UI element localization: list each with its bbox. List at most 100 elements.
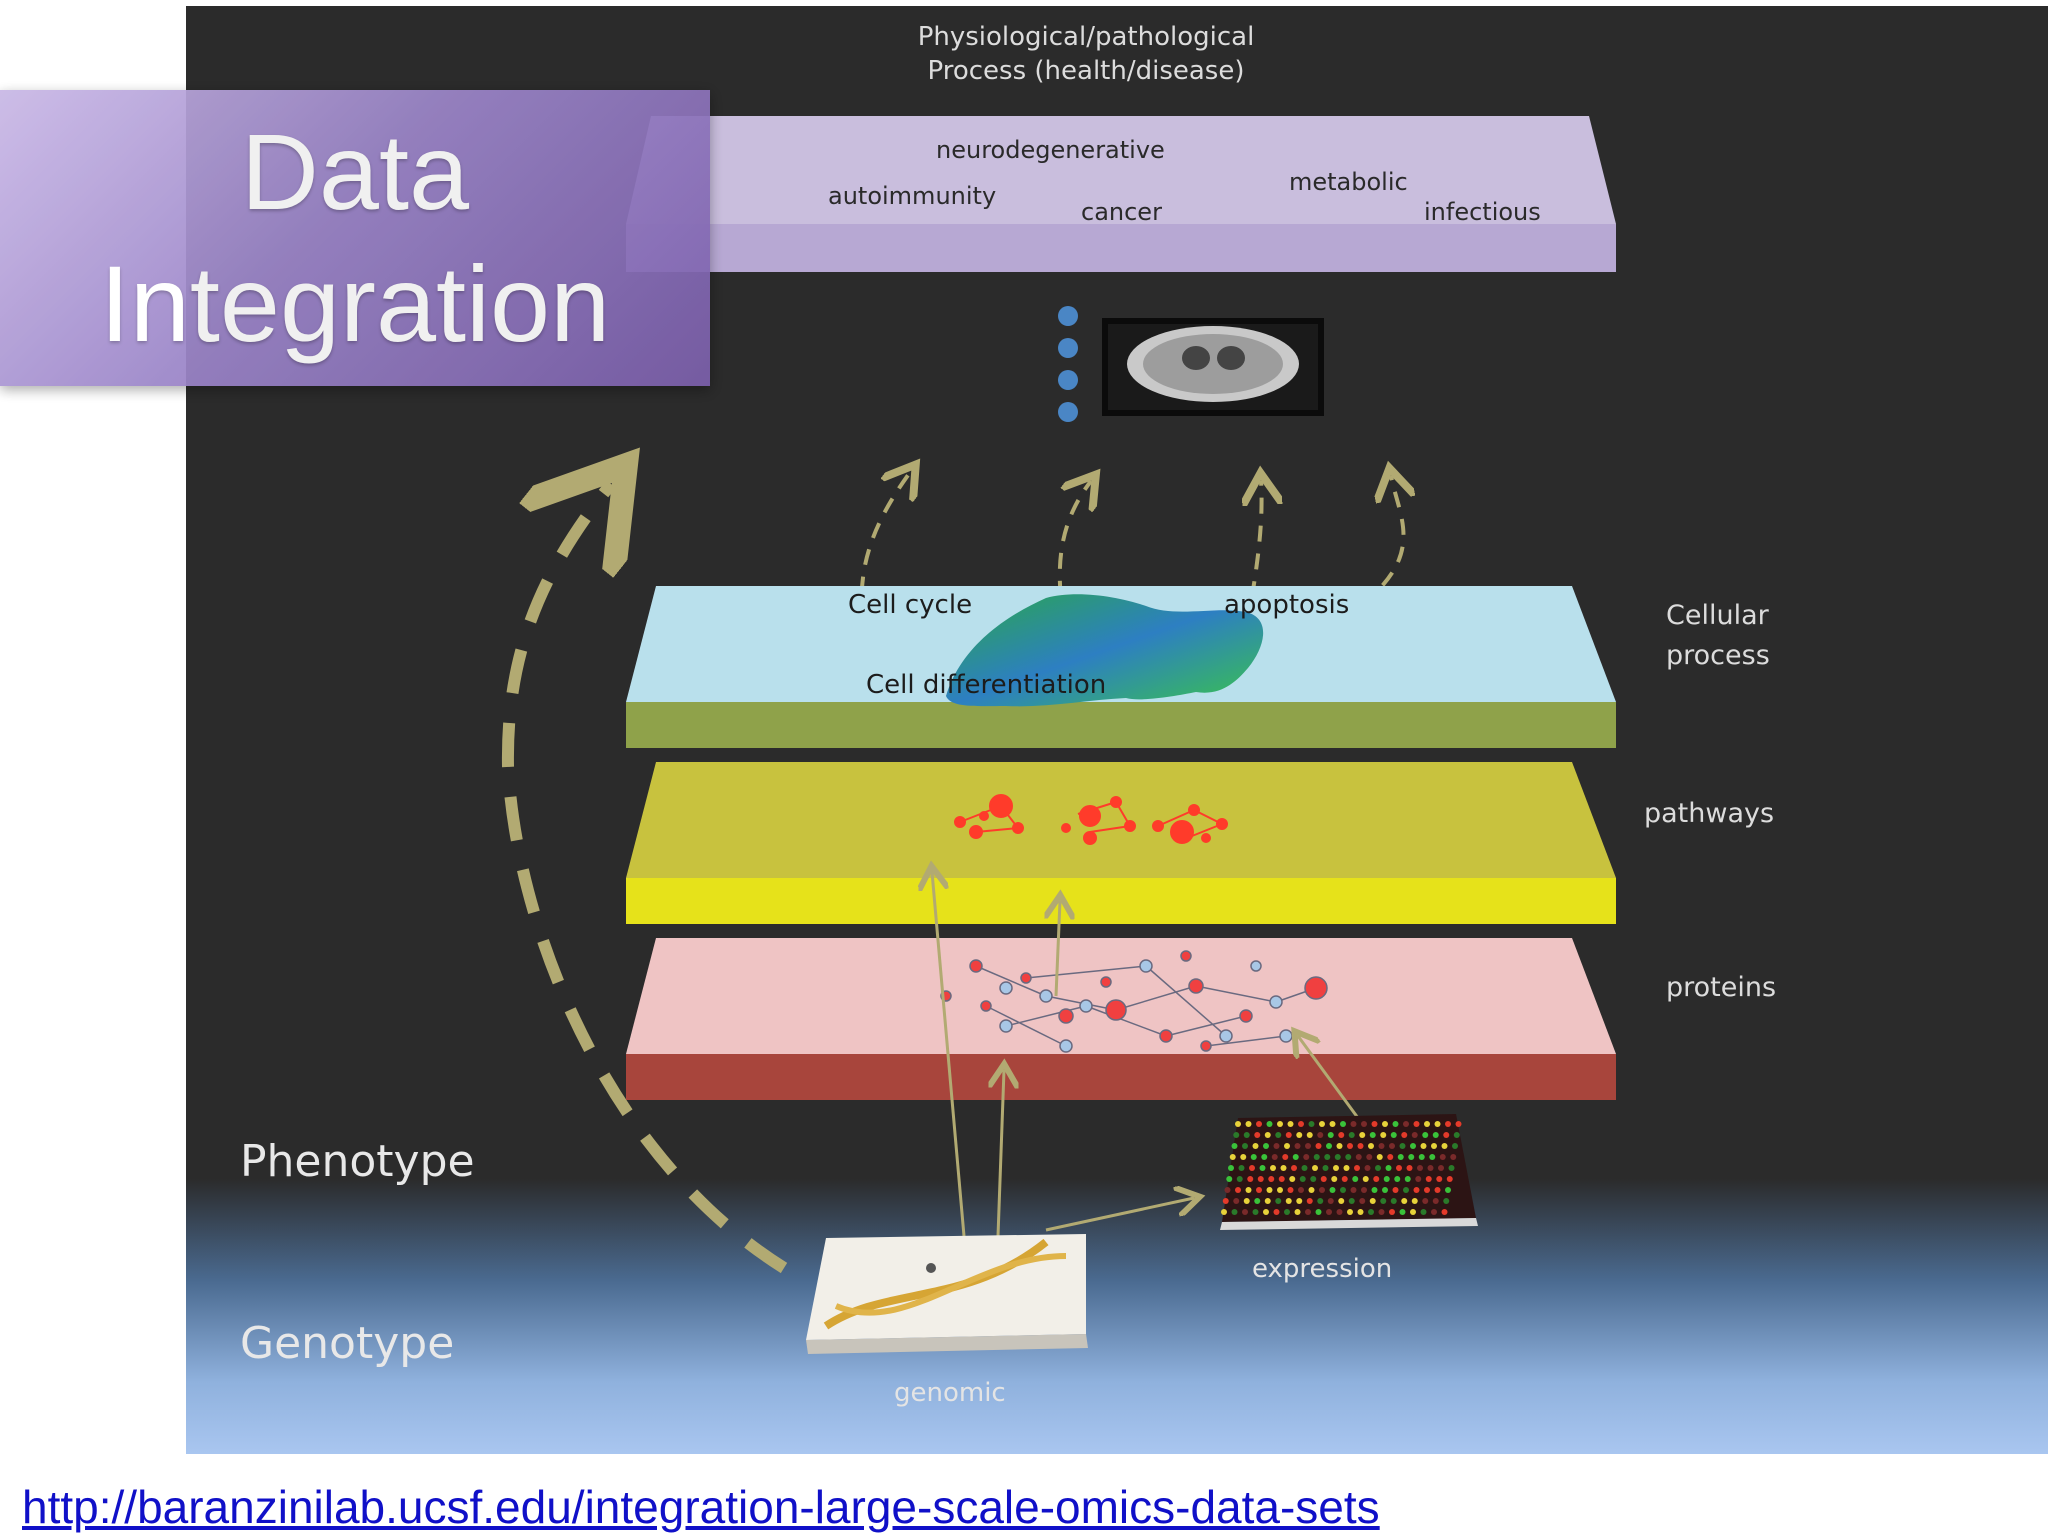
microarray-spot bbox=[1422, 1132, 1429, 1138]
protein-network bbox=[940, 950, 1328, 1053]
microarray-spot bbox=[1452, 1143, 1458, 1149]
microarray-spot bbox=[1266, 1121, 1273, 1127]
microarray-spot bbox=[1411, 1198, 1418, 1204]
microarray-spot bbox=[1366, 1154, 1373, 1160]
label-phenotype: Phenotype bbox=[240, 1136, 475, 1187]
microarray-spot bbox=[1306, 1198, 1313, 1204]
microarray-spot bbox=[1313, 1154, 1320, 1160]
microarray-spot bbox=[1264, 1132, 1271, 1138]
microarray-spot bbox=[1364, 1165, 1371, 1171]
microarray-spot bbox=[1355, 1154, 1362, 1160]
microarray-spot bbox=[1338, 1132, 1345, 1138]
microarray-spot bbox=[1338, 1198, 1345, 1204]
microarray-spot bbox=[1380, 1132, 1387, 1138]
microarray-spot bbox=[1394, 1176, 1401, 1182]
microarray-spot bbox=[1380, 1198, 1387, 1204]
microarray-spot bbox=[1406, 1165, 1413, 1171]
proteins-layer bbox=[626, 938, 1616, 1100]
label-genotype: Genotype bbox=[240, 1318, 455, 1369]
top-caption: Physiological/pathological Process (heal… bbox=[886, 20, 1286, 88]
microarray-spot bbox=[1371, 1187, 1378, 1193]
microarray-spot bbox=[1352, 1176, 1359, 1182]
microarray-spot bbox=[1245, 1187, 1252, 1193]
microarray-spot bbox=[1221, 1209, 1227, 1215]
microarray-spot bbox=[1294, 1209, 1301, 1215]
microarray-spot bbox=[1347, 1209, 1353, 1215]
microarray-spot bbox=[1233, 1198, 1240, 1204]
microarray-spot bbox=[1424, 1121, 1430, 1127]
cellular-process-layer bbox=[626, 586, 1616, 748]
microarray-spot bbox=[1417, 1165, 1423, 1171]
microarray-spot bbox=[1403, 1121, 1409, 1127]
microarray-spot bbox=[1446, 1176, 1453, 1182]
microarray-spot bbox=[1327, 1198, 1334, 1204]
microarray-spot bbox=[1277, 1121, 1283, 1127]
microarray-spot bbox=[1271, 1154, 1278, 1160]
microarray-spot bbox=[1350, 1187, 1357, 1193]
label-metabolic: metabolic bbox=[1289, 168, 1408, 196]
microarray-spot bbox=[1422, 1198, 1429, 1204]
microarray-spot bbox=[1296, 1132, 1303, 1138]
microarray-spot bbox=[1415, 1176, 1422, 1182]
microarray-spot bbox=[1291, 1165, 1297, 1171]
microarray-spot bbox=[1252, 1143, 1259, 1149]
microarray-spot bbox=[1340, 1121, 1346, 1127]
microarray-spot bbox=[1375, 1165, 1381, 1171]
microarray-spot bbox=[1261, 1154, 1268, 1160]
microarray-spot bbox=[1280, 1165, 1287, 1171]
slide-title: Data Integration bbox=[0, 106, 710, 370]
microarray-spot bbox=[1231, 1143, 1238, 1149]
microarray-spot bbox=[1243, 1198, 1250, 1204]
microarray-spot bbox=[1432, 1132, 1439, 1138]
title-line1: Data bbox=[240, 111, 470, 232]
disease-layer bbox=[626, 116, 1616, 272]
microarray-spot bbox=[1319, 1187, 1325, 1193]
microarray-spot bbox=[1285, 1198, 1292, 1204]
microarray-spot bbox=[1341, 1176, 1348, 1182]
label-genomic: genomic bbox=[894, 1378, 1006, 1408]
microarray-spot bbox=[1334, 1154, 1341, 1160]
microarray-spot bbox=[1268, 1176, 1275, 1182]
microarray-spot bbox=[1275, 1132, 1282, 1138]
microarray-spot bbox=[1350, 1121, 1357, 1127]
microarray-spot bbox=[1383, 1176, 1390, 1182]
microarray-spot bbox=[1359, 1132, 1366, 1138]
microarray-spot bbox=[1410, 1143, 1416, 1149]
microarray-spot bbox=[1254, 1132, 1261, 1138]
microarray-spot bbox=[1343, 1165, 1350, 1171]
microarray-spot bbox=[1333, 1165, 1339, 1171]
microarray-spot bbox=[1441, 1143, 1448, 1149]
microarray-spot bbox=[1404, 1176, 1411, 1182]
microarray-spot bbox=[1306, 1132, 1313, 1138]
microarray-spot bbox=[1238, 1165, 1245, 1171]
microarray-spot bbox=[1396, 1165, 1402, 1171]
pathways-layer bbox=[626, 762, 1616, 924]
microarray-spot bbox=[1390, 1198, 1397, 1204]
label-cellular-process: Cellular process bbox=[1666, 596, 1770, 676]
microarray-spot bbox=[1317, 1198, 1324, 1204]
microarray-spot bbox=[1256, 1187, 1262, 1193]
microarray-spot bbox=[1408, 1154, 1415, 1160]
microarray-spot bbox=[1326, 1143, 1332, 1149]
title-line2: Integration bbox=[99, 243, 611, 364]
microarray-spot bbox=[1305, 1143, 1311, 1149]
microarray-spot bbox=[1287, 1121, 1294, 1127]
microarray-spot bbox=[1240, 1154, 1247, 1160]
microarray-spot bbox=[1324, 1154, 1331, 1160]
microarray-spot bbox=[1250, 1154, 1257, 1160]
microarray-spot bbox=[1263, 1209, 1269, 1215]
microarray-spot bbox=[1329, 1187, 1336, 1193]
microarray-spot bbox=[1445, 1187, 1451, 1193]
microarray-spot bbox=[1387, 1154, 1394, 1160]
microarray-spot bbox=[1397, 1154, 1404, 1160]
microarray-spot bbox=[1425, 1176, 1432, 1182]
source-url-link[interactable]: http://baranzinilab.ucsf.edu/integration… bbox=[22, 1481, 1380, 1533]
microarray-spot bbox=[1320, 1176, 1327, 1182]
microarray-spot bbox=[1331, 1176, 1338, 1182]
microarray-spot bbox=[1434, 1121, 1441, 1127]
microarray-spot bbox=[1235, 1187, 1241, 1193]
microarray-spot bbox=[1301, 1165, 1308, 1171]
microarray-spot bbox=[1235, 1121, 1241, 1127]
microarray-spot bbox=[1294, 1143, 1301, 1149]
microarray-spot bbox=[1242, 1143, 1248, 1149]
